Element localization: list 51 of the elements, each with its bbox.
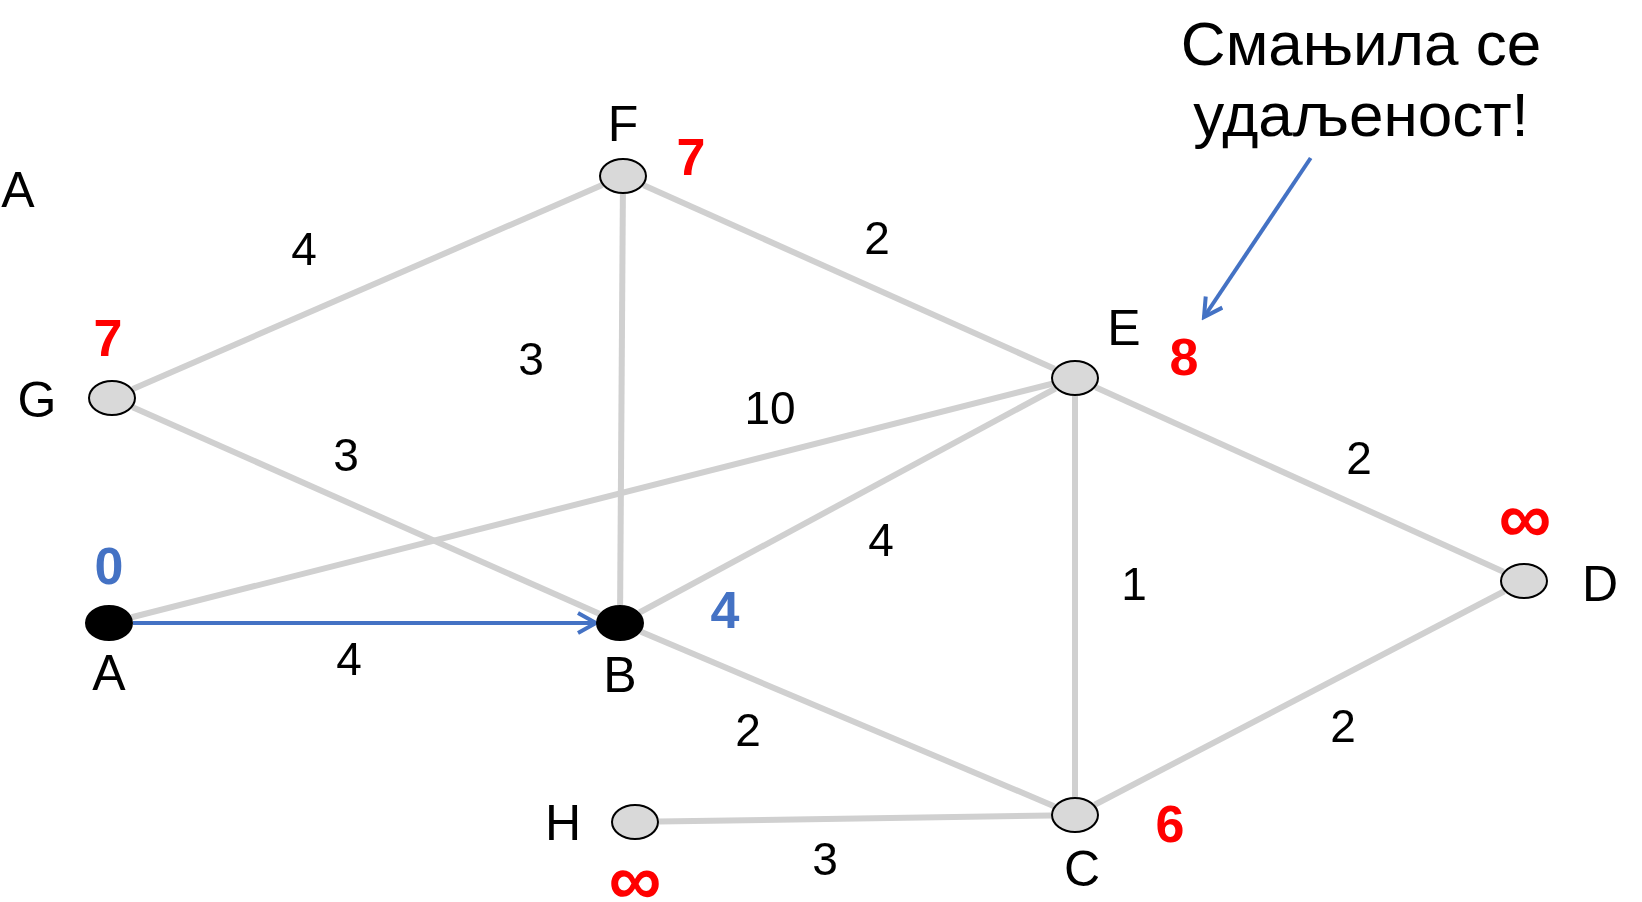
graph-edge — [1072, 396, 1078, 797]
graph-edge — [658, 812, 1052, 825]
graph-vertex — [1500, 563, 1548, 599]
graph-edge — [642, 182, 1056, 372]
vertex-label: C — [1063, 844, 1101, 894]
edge-weight: 3 — [518, 336, 544, 382]
vertex-label: E — [1107, 303, 1141, 353]
graph-vertex — [599, 158, 647, 194]
graph-vertex — [1051, 360, 1099, 396]
vertex-label: B — [603, 650, 637, 700]
edge-weight: 2 — [735, 707, 761, 753]
distance-value: 7 — [93, 312, 123, 364]
edge-weight: 1 — [1121, 561, 1147, 607]
graph-edge — [638, 385, 1057, 616]
distance-value: ∞ — [1498, 481, 1552, 555]
edge-weight: 4 — [291, 226, 317, 272]
graph-edge — [131, 404, 601, 617]
distance-value: 0 — [94, 540, 124, 592]
graph-vertex — [611, 804, 659, 840]
graph-vertex — [88, 380, 136, 416]
annotation-arrow — [1202, 156, 1313, 319]
arrow — [133, 611, 598, 635]
vertex-label: D — [1581, 559, 1619, 609]
vertex-label: H — [544, 798, 582, 848]
edge-weight: 2 — [1346, 435, 1372, 481]
edge-weight: 10 — [744, 385, 796, 431]
annotation-text: Смањила се удаљеност! — [1131, 8, 1591, 151]
edge-weight: 2 — [1330, 703, 1356, 749]
visited-vertex — [596, 605, 644, 641]
vertex-label: F — [607, 99, 639, 149]
visited-vertex — [85, 605, 133, 641]
graph-edge — [131, 380, 1053, 621]
edge-weight: 3 — [812, 836, 838, 882]
distance-value: 7 — [676, 131, 706, 183]
graph-edge — [617, 193, 626, 606]
edge-weight: 4 — [868, 517, 894, 563]
distance-value: ∞ — [608, 843, 662, 902]
vertex-label: A — [1, 165, 35, 215]
edge-weight: 4 — [336, 636, 362, 682]
vertex-label: G — [17, 375, 57, 425]
distance-value: 4 — [710, 584, 740, 636]
edge-weight: 2 — [864, 215, 890, 261]
graph-edge — [1094, 384, 1505, 575]
graph-edge — [131, 182, 604, 392]
edge-weight: 3 — [333, 432, 359, 478]
distance-value: 6 — [1155, 798, 1185, 850]
graph-vertex — [1051, 797, 1099, 833]
graph-edge — [1093, 588, 1506, 808]
graph-edge — [639, 629, 1056, 809]
vertex-label: A — [92, 648, 126, 698]
distance-value: 8 — [1169, 331, 1199, 383]
